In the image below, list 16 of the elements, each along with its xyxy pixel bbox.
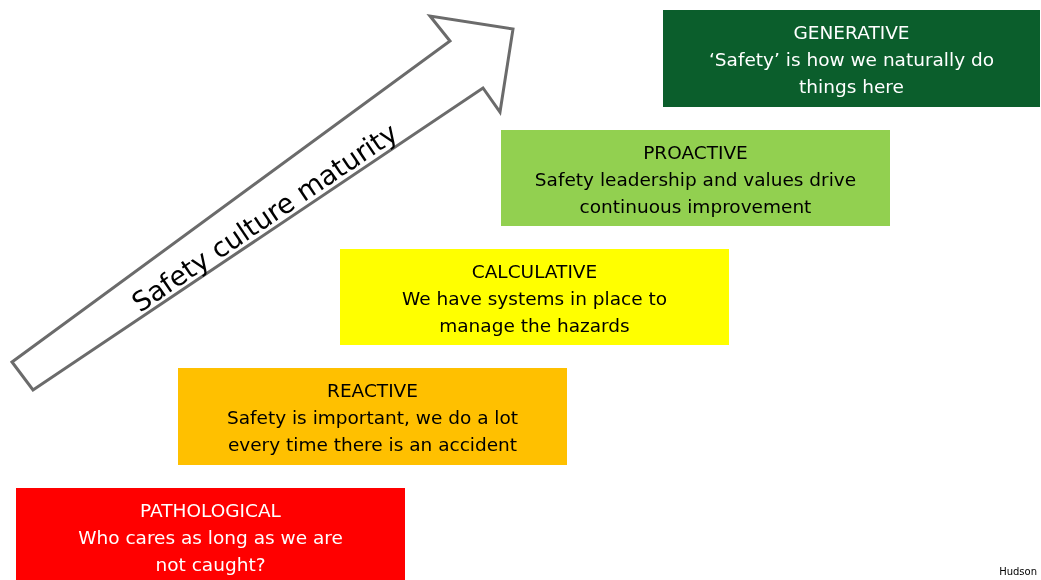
stage-description: Safety is important, we do a lot every time there is an accident: [225, 406, 520, 457]
stage-box: [501, 130, 890, 226]
stage-description: We have systems in place to manage the hazards: [400, 287, 669, 338]
stage-box: [16, 488, 405, 580]
stage-description: ‘Safety’ is how we naturally do things here: [707, 48, 996, 99]
citation: Hudson: [999, 566, 1037, 578]
stage-title: PROACTIVE: [643, 141, 748, 165]
stage-description: Who cares as long as we are not caught?: [77, 526, 344, 577]
stage-title: PATHOLOGICAL: [140, 499, 281, 523]
stage-box: [340, 249, 729, 345]
stage-title: GENERATIVE: [793, 21, 910, 45]
stage-box: [663, 10, 1040, 107]
stage-description: Safety leadership and values drive continuous improvement: [533, 168, 858, 219]
stage-title: CALCULATIVE: [471, 260, 598, 284]
stage-box: [178, 368, 567, 465]
stage-title: REACTIVE: [327, 379, 418, 403]
